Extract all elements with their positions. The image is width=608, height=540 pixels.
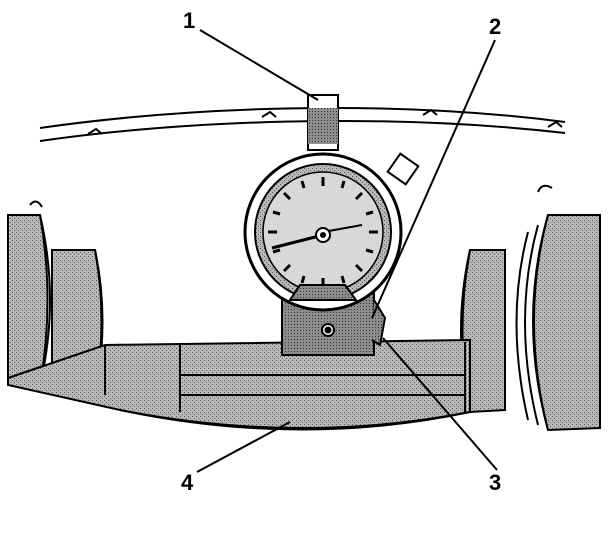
callout-4-label: 4 <box>181 470 194 495</box>
axle-shaft-icon <box>7 338 471 431</box>
callout-2-label: 2 <box>489 14 502 39</box>
callout-3-label: 3 <box>489 470 502 495</box>
dial-indicator-icon <box>243 94 420 312</box>
right-hub-icon <box>460 184 601 432</box>
callout-1-label: 1 <box>183 8 196 33</box>
bar-rail <box>39 107 566 142</box>
leader-lines <box>196 29 498 473</box>
